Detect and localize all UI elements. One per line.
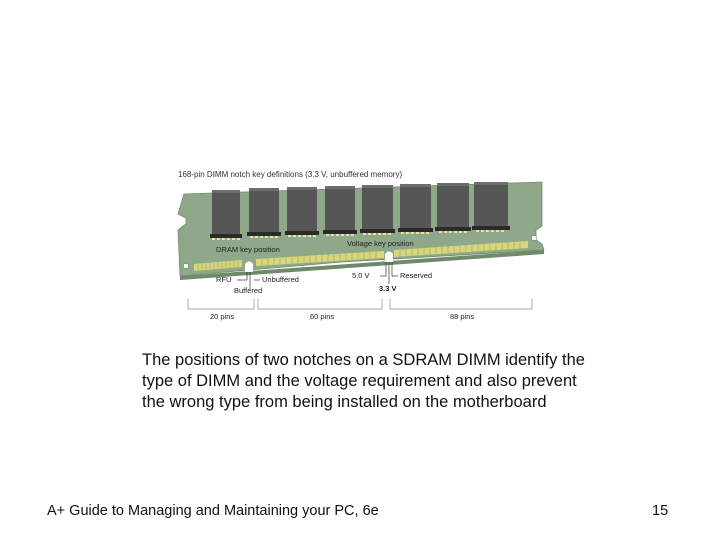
- rfu-label: RFU: [216, 275, 232, 284]
- contacts-right: [394, 241, 528, 257]
- buffered-label: Buffered: [234, 286, 263, 295]
- unbuffered-label: Unbuffered: [262, 275, 299, 284]
- pin-segment-label: 20 pins: [210, 312, 235, 321]
- page-number: 15: [652, 503, 669, 519]
- 5v-label: 5.0 V: [352, 271, 370, 280]
- voltage-key-position-label: Voltage key position: [347, 239, 414, 248]
- dram-key-notch: [245, 261, 253, 272]
- diagram-title: 168-pin DIMM notch key definitions (3.3 …: [178, 170, 403, 179]
- figure-caption: The positions of two notches on a SDRAM …: [142, 351, 585, 411]
- voltage-key-notch: [385, 251, 393, 262]
- memory-chips: [210, 182, 510, 240]
- pin-segment-brackets: [187, 299, 533, 310]
- pin-segment-label: 60 pins: [310, 312, 335, 321]
- dimm-notch-diagram: 168-pin DIMM notch key definitions (3.3 …: [172, 168, 550, 323]
- reserved-label: Reserved: [400, 271, 433, 280]
- dram-key-position-label: DRAM key position: [216, 245, 280, 254]
- dimm-module-illustration: [177, 181, 545, 310]
- pin-segment-label: 88 pins: [450, 312, 475, 321]
- 3-3v-label: 3.3 V: [379, 284, 397, 293]
- footer-book-title: A+ Guide to Managing and Maintaining you…: [47, 503, 379, 519]
